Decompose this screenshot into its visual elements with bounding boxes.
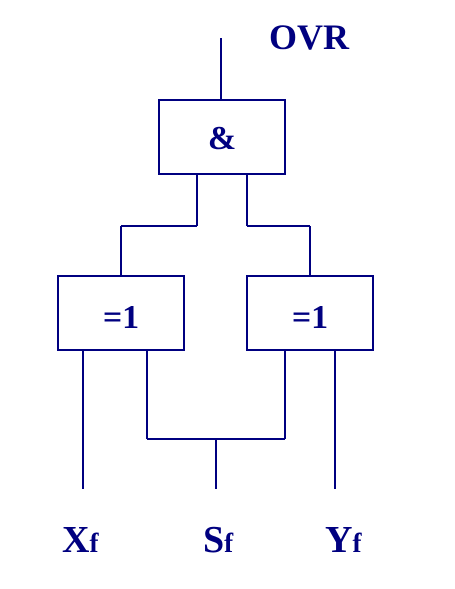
wires (82, 38, 336, 489)
xor-gate-right-label: =1 (292, 299, 328, 336)
input-label-yf-sub: f (352, 528, 362, 558)
input-label-sf: Sf (203, 519, 234, 561)
input-label-yf-main: Y (325, 519, 352, 561)
and-gate-box (158, 99, 286, 175)
input-label-xf-sub: f (89, 528, 99, 558)
xor-gate-left: =1 (57, 275, 185, 351)
input-label-sf-main: S (203, 519, 224, 561)
input-label-yf: Yf (325, 519, 362, 561)
input-label-xf-main: X (62, 519, 89, 561)
xor-gate-left-label: =1 (103, 299, 139, 336)
and-gate: & (158, 99, 286, 175)
xor-gate-right: =1 (246, 275, 374, 351)
output-label-ovr: OVR (269, 17, 350, 57)
xor-gate-right-box (246, 275, 374, 351)
input-label-xf: Xf (62, 519, 99, 561)
and-gate-label: & (208, 120, 236, 157)
input-label-sf-sub: f (224, 528, 234, 558)
xor-gate-left-box (57, 275, 185, 351)
